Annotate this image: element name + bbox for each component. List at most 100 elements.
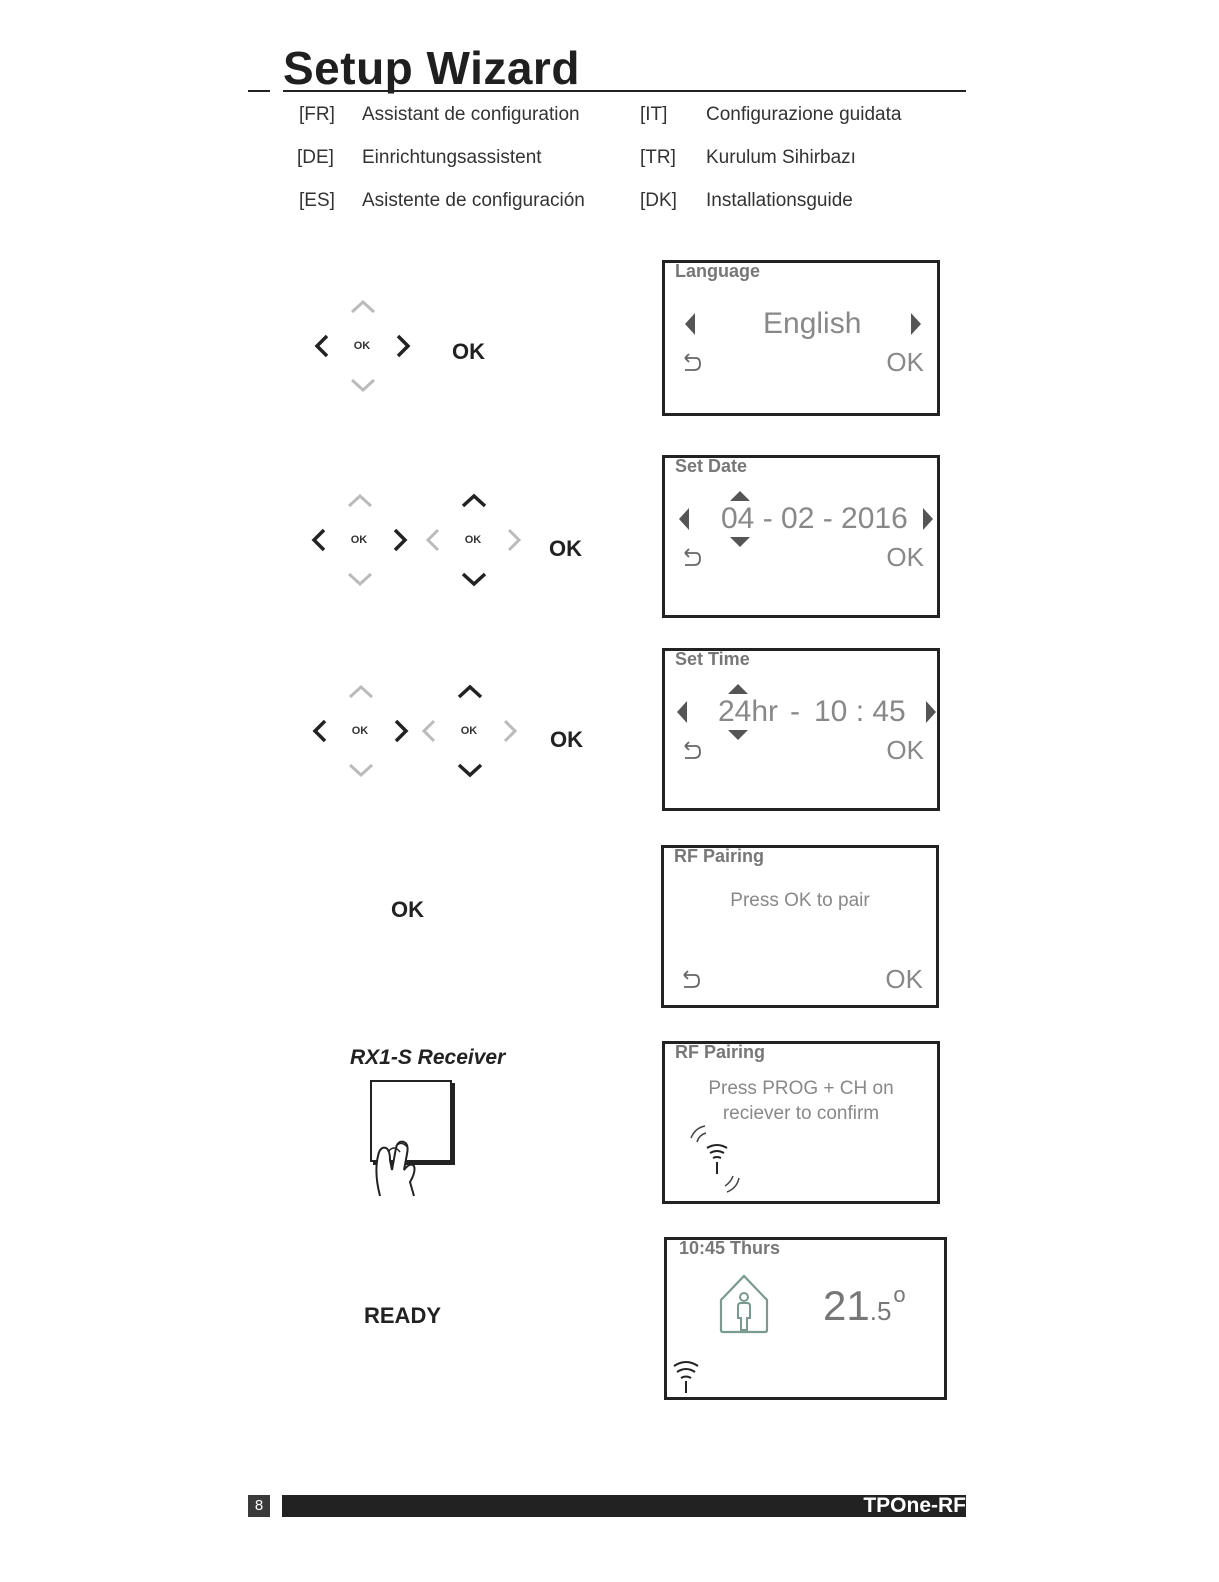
- dpad-left-icon: [314, 334, 329, 358]
- lcd-title: RF Pairing: [674, 846, 765, 866]
- step-pair-action: OK: [391, 897, 424, 922]
- lcd-pairing: RF Pairing Press OK to pair OK: [661, 845, 939, 1008]
- lcd-time-value: 10 : 45: [814, 695, 906, 728]
- dpad-down-icon: [461, 572, 487, 587]
- down-arrow-icon: [730, 537, 750, 547]
- dpad-up-icon: [457, 684, 483, 699]
- dpad-right-icon: [394, 719, 409, 743]
- lcd-ok: OK: [885, 964, 923, 994]
- dpad-right-icon: [507, 528, 522, 552]
- lcd-ok: OK: [886, 735, 924, 765]
- translation-code: [DK]: [640, 190, 677, 211]
- lcd-ok: OK: [886, 347, 924, 377]
- left-arrow-icon: [685, 313, 695, 335]
- translation-text: Einrichtungsassistent: [362, 147, 542, 168]
- lcd-confirm: RF Pairing Press PROG + CH on reciever t…: [662, 1041, 940, 1204]
- dpad-up-down-highlight: OK: [421, 684, 518, 778]
- dpad-ok-label: OK: [351, 534, 368, 546]
- temperature-unit: o: [893, 1282, 906, 1307]
- signal-pairing-icon: [690, 1125, 740, 1193]
- dpad-down-icon: [347, 572, 373, 587]
- lcd-message-line1: Press PROG + CH on: [708, 1078, 894, 1099]
- page-title: Setup Wizard: [283, 42, 580, 94]
- lcd-language-value: English: [763, 307, 862, 340]
- lcd-date: Set Date 04 - 02 - 2016 OK: [662, 455, 940, 618]
- dpad-down-icon: [348, 763, 374, 778]
- down-arrow-icon: [728, 730, 748, 740]
- lcd-message: Press OK to pair: [730, 890, 870, 911]
- temperature-decimal: .5: [869, 1296, 892, 1326]
- lcd-time-format: 24hr: [718, 695, 779, 728]
- dpad-up-icon: [348, 684, 374, 699]
- dpad-up-icon: [461, 493, 487, 508]
- back-icon: [684, 741, 701, 759]
- temperature-readout: 21.5o: [823, 1282, 906, 1330]
- right-arrow-icon: [923, 508, 933, 530]
- dpad-ok-label: OK: [352, 725, 369, 737]
- lcd-home: 10:45 Thurs 21.5o: [664, 1237, 947, 1400]
- dpad-up-down-highlight: OK: [425, 493, 522, 587]
- dpad-left-icon: [425, 528, 440, 552]
- lcd-title: 10:45 Thurs: [679, 1238, 781, 1258]
- right-arrow-icon: [911, 313, 921, 335]
- dpad-right-icon: [393, 528, 408, 552]
- temperature-main: 21: [823, 1282, 870, 1329]
- translation-text: Configurazione guidata: [706, 104, 902, 125]
- translation-code: [FR]: [299, 104, 335, 125]
- dpad-left-icon: [312, 719, 327, 743]
- dpad-right-icon: [396, 334, 411, 358]
- translation-code: [ES]: [299, 190, 335, 211]
- translation-code: [IT]: [640, 104, 668, 125]
- lcd-title: Set Date: [675, 456, 748, 476]
- dpad-left-right-highlight: OK: [312, 684, 409, 778]
- lcd-date-value: 04 - 02 - 2016: [721, 502, 908, 535]
- translation-code: [TR]: [640, 147, 676, 168]
- lcd-title: Language: [675, 261, 761, 281]
- dpad-up-icon: [347, 493, 373, 508]
- back-icon: [684, 548, 701, 566]
- page-number: 8: [248, 1495, 270, 1517]
- footer-bar: TPOne-RF: [282, 1495, 966, 1517]
- translation-text: Kurulum Sihirbazı: [706, 147, 856, 168]
- dpad-left-icon: [311, 528, 326, 552]
- dpad-left-icon: [421, 719, 436, 743]
- step-date-action: OK: [549, 536, 582, 561]
- dpad-up-icon: [350, 299, 376, 314]
- dpad-down-icon: [457, 763, 483, 778]
- lcd-language: Language English OK: [662, 260, 940, 416]
- translation-text: Assistant de configuration: [362, 104, 580, 125]
- lcd-title: RF Pairing: [675, 1042, 766, 1062]
- translation-text: Installationsguide: [706, 190, 853, 211]
- brand-label: TPOne-RF: [863, 1494, 966, 1517]
- signal-icon: [673, 1361, 699, 1393]
- lcd-title: Set Time: [675, 649, 750, 669]
- dpad-ok-label: OK: [461, 725, 478, 737]
- step-ready-action: READY: [364, 1303, 442, 1328]
- up-arrow-icon: [730, 491, 750, 501]
- lcd-time-separator: -: [790, 695, 800, 728]
- translation-text: Asistente de configuración: [362, 190, 585, 211]
- left-arrow-icon: [677, 701, 687, 723]
- step-language-action: OK: [452, 339, 485, 364]
- header-rule-left: [248, 90, 270, 92]
- lcd-time: Set Time 24hr - 10 : 45 OK: [662, 648, 940, 811]
- dpad-ok-label: OK: [465, 534, 482, 546]
- back-icon: [683, 970, 700, 988]
- home-person-icon: [719, 1274, 769, 1334]
- dpad-left-right-highlight: OK: [314, 299, 411, 393]
- header-rule: [283, 90, 966, 92]
- up-arrow-icon: [728, 684, 748, 694]
- lcd-message-line2: reciever to confirm: [722, 1103, 880, 1124]
- right-arrow-icon: [926, 701, 936, 723]
- receiver-label: RX1-S Receiver: [350, 1046, 506, 1069]
- lcd-ok: OK: [886, 542, 924, 572]
- back-icon: [684, 353, 701, 371]
- translation-code: [DE]: [297, 147, 334, 168]
- dpad-right-icon: [503, 719, 518, 743]
- dpad-ok-label: OK: [354, 340, 371, 352]
- left-arrow-icon: [679, 508, 689, 530]
- step-time-action: OK: [550, 727, 583, 752]
- dpad-left-right-highlight: OK: [311, 493, 408, 587]
- receiver-hand-icon: [370, 1080, 455, 1197]
- dpad-down-icon: [350, 378, 376, 393]
